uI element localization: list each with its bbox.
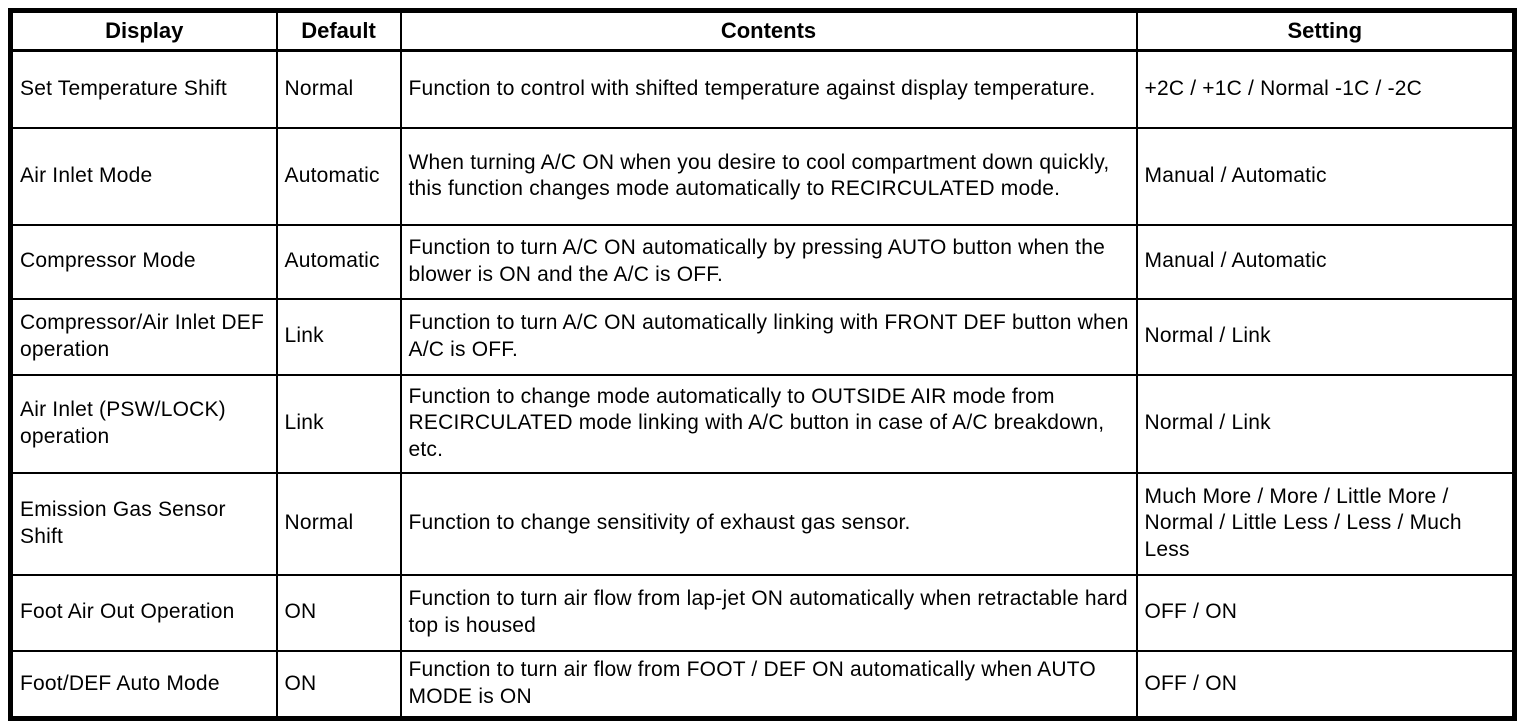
table-row: Set Temperature Shift Normal Function to… <box>9 49 1516 129</box>
table-row: Foot/DEF Auto Mode ON Function to turn a… <box>9 649 1516 720</box>
cell-contents: Function to control with shifted tempera… <box>399 49 1138 129</box>
cell-contents: Function to change sensitivity of exhaus… <box>399 471 1138 576</box>
table-header: Display Default Contents Setting <box>9 9 1516 52</box>
cell-display: Compressor/Air Inlet DEF operation <box>9 297 278 376</box>
cell-setting: Much More / More / Little More / Normal … <box>1135 471 1516 576</box>
cell-default: ON <box>275 573 402 652</box>
cell-display: Set Temperature Shift <box>9 49 278 129</box>
table-row: Foot Air Out Operation ON Function to tu… <box>9 573 1516 652</box>
cell-setting: Manual / Automatic <box>1135 126 1516 226</box>
cell-default: Normal <box>275 49 402 129</box>
ac-customization-table: Display Default Contents Setting Set Tem… <box>8 8 1517 721</box>
cell-default: Automatic <box>275 126 402 226</box>
cell-setting: Manual / Automatic <box>1135 223 1516 300</box>
cell-default: Normal <box>275 471 402 576</box>
cell-default: ON <box>275 649 402 720</box>
header-row: Display Default Contents Setting <box>9 9 1516 52</box>
cell-display: Compressor Mode <box>9 223 278 300</box>
cell-contents: When turning A/C ON when you desire to c… <box>399 126 1138 226</box>
cell-setting: OFF / ON <box>1135 573 1516 652</box>
cell-display: Air Inlet (PSW/LOCK) operation <box>9 373 278 474</box>
table-row: Air Inlet (PSW/LOCK) operation Link Func… <box>9 373 1516 474</box>
table-body: Set Temperature Shift Normal Function to… <box>9 49 1516 720</box>
cell-default: Link <box>275 297 402 376</box>
cell-contents: Function to turn A/C ON automatically by… <box>399 223 1138 300</box>
column-header-default: Default <box>275 9 402 52</box>
cell-contents: Function to turn air flow from FOOT / DE… <box>399 649 1138 720</box>
cell-contents: Function to change mode automatically to… <box>399 373 1138 474</box>
cell-setting: +2C / +1C / Normal -1C / -2C <box>1135 49 1516 129</box>
table-row: Air Inlet Mode Automatic When turning A/… <box>9 126 1516 226</box>
cell-default: Automatic <box>275 223 402 300</box>
column-header-contents: Contents <box>399 9 1138 52</box>
table-row: Compressor/Air Inlet DEF operation Link … <box>9 297 1516 376</box>
cell-display: Air Inlet Mode <box>9 126 278 226</box>
cell-contents: Function to turn A/C ON automatically li… <box>399 297 1138 376</box>
table-row: Emission Gas Sensor Shift Normal Functio… <box>9 471 1516 576</box>
cell-display: Foot Air Out Operation <box>9 573 278 652</box>
cell-display: Emission Gas Sensor Shift <box>9 471 278 576</box>
cell-default: Link <box>275 373 402 474</box>
column-header-setting: Setting <box>1135 9 1516 52</box>
table-row: Compressor Mode Automatic Function to tu… <box>9 223 1516 300</box>
cell-setting: OFF / ON <box>1135 649 1516 720</box>
cell-display: Foot/DEF Auto Mode <box>9 649 278 720</box>
cell-setting: Normal / Link <box>1135 297 1516 376</box>
cell-setting: Normal / Link <box>1135 373 1516 474</box>
cell-contents: Function to turn air flow from lap-jet O… <box>399 573 1138 652</box>
column-header-display: Display <box>9 9 278 52</box>
